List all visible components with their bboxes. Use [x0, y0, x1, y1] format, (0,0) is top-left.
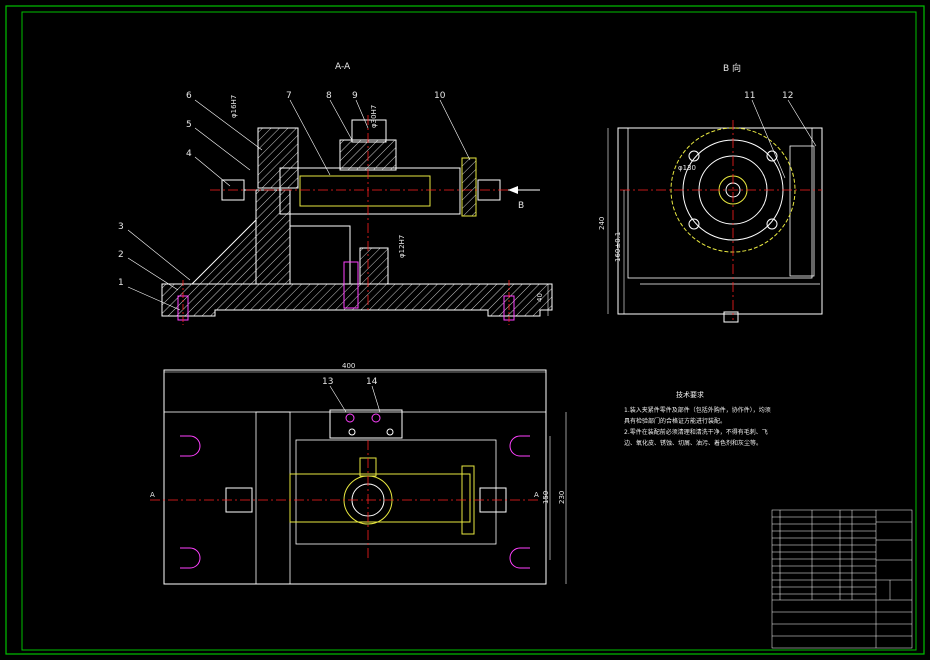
callout-9: 9	[352, 91, 358, 101]
inner-frame	[21, 11, 917, 651]
arrow-a-label-left: A	[150, 491, 155, 499]
plan-view: 400 150 230 A A	[150, 362, 567, 585]
arrow-a-label-right: A	[534, 491, 539, 499]
callout-12: 12	[782, 91, 793, 101]
notes-line-2: 具有检验部门的合格证方能进行装配。	[624, 417, 726, 425]
section-aa-title: A-A	[335, 62, 351, 72]
plan-outer-dim: 230	[558, 491, 566, 504]
callout-6: 6	[186, 91, 192, 101]
callout-3: 3	[118, 222, 124, 232]
callout-13: 13	[322, 377, 333, 387]
bore-dia-dim: φ130	[678, 164, 696, 172]
phi-d-dim: φ12H7	[398, 235, 406, 258]
callout-7: 7	[286, 91, 292, 101]
callout-1: 1	[118, 278, 124, 288]
arrow-b-label: B	[518, 201, 524, 211]
overall-height-dim: 240	[598, 217, 606, 230]
callouts-aa	[127, 99, 471, 311]
notes-line-3: 2.零件在装配前必须清理和清洗干净，不得有毛刺、飞	[624, 428, 768, 436]
notes-line-4: 边、氧化皮、锈蚀、切屑、油污、着色剂和灰尘等。	[624, 439, 762, 447]
callout-10: 10	[434, 91, 446, 101]
phi-c-dim: φ30H7	[370, 105, 378, 128]
notes-title: 技术要求	[676, 390, 704, 399]
phi-a-dim: φ16H7	[230, 95, 238, 118]
plan-inner-dim: 150	[542, 491, 550, 504]
callout-5: 5	[186, 120, 192, 130]
callout-14: 14	[366, 377, 378, 387]
view-b-title: B 向	[723, 62, 741, 74]
outer-frame	[5, 5, 925, 655]
notes-line-1: 1.装入夹紧件零件及部件（包括外购件，协作件），均须	[624, 406, 771, 414]
view-b: B 向 240 160±0.1 φ130	[598, 62, 823, 323]
callout-8: 8	[326, 91, 332, 101]
callout-2: 2	[118, 250, 124, 260]
title-block	[771, 509, 913, 649]
callout-4: 4	[186, 149, 192, 159]
callout-11: 11	[744, 91, 755, 101]
base-height-dim: 40	[536, 293, 544, 302]
section-view-aa: A-A B 40	[161, 62, 553, 325]
top-width-dim: 400	[342, 362, 355, 370]
center-height-dim: 160±0.1	[614, 232, 622, 262]
technical-notes: 技术要求 1.装入夹紧件零件及部件（包括外购件，协作件），均须 具有检验部门的合…	[624, 390, 771, 447]
